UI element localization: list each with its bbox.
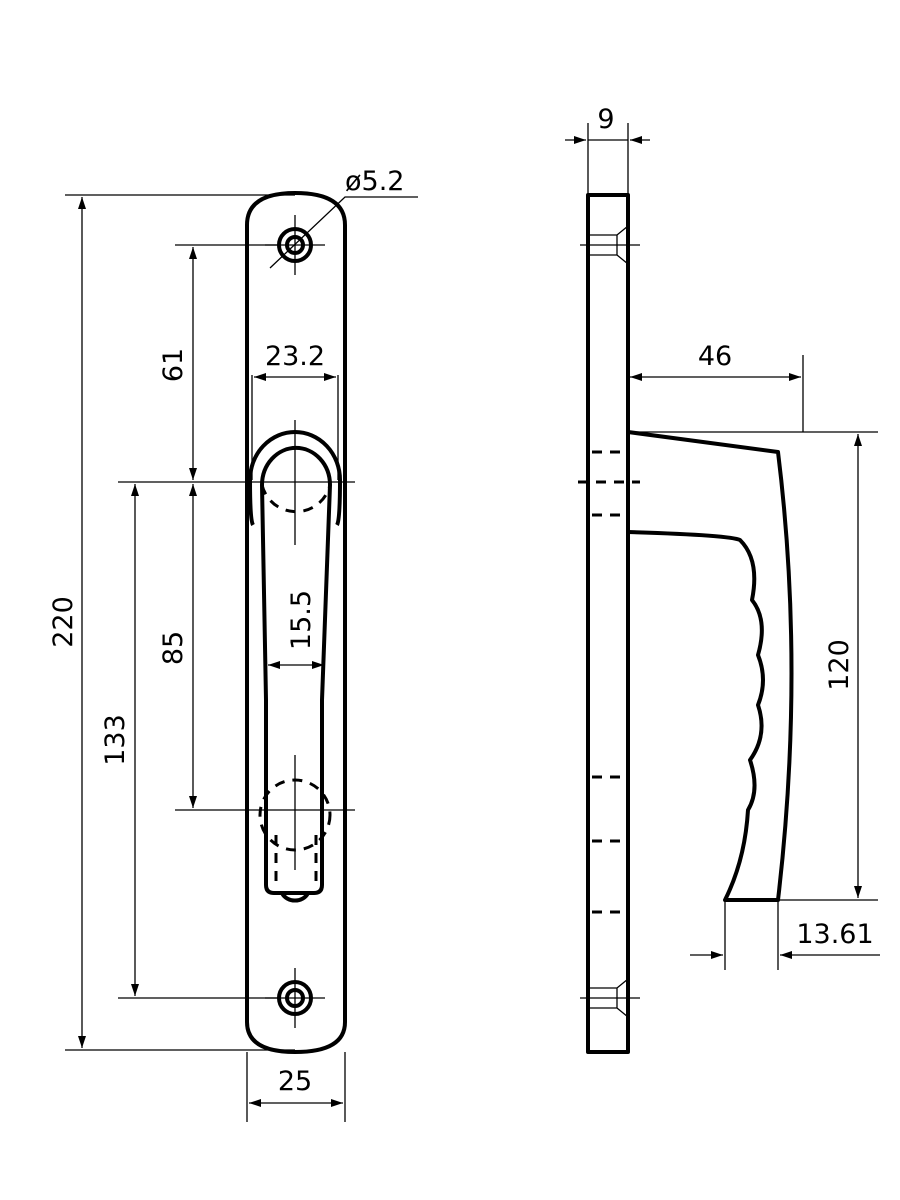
dim-grip-width: 15.5 [286,590,317,650]
dim-220: 220 [48,596,79,648]
side-plate [586,193,630,1054]
handle-side-profile [627,430,794,902]
dim-133: 133 [100,714,131,766]
dim-61: 61 [158,348,189,382]
dim-plate-width: 25 [278,1066,312,1097]
dim-plate-thickness: 9 [597,104,614,135]
handle-outline [260,445,332,895]
dim-85: 85 [158,631,189,665]
side-view: 9 46 120 13.61 [565,104,880,1054]
dim-handle-length: 120 [824,639,855,691]
dim-tip-width: 13.61 [796,919,873,950]
dim-hole-diameter: ø5.2 [345,166,404,197]
front-view: ø5.2 23.2 61 85 133 220 15.5 25 [48,166,418,1122]
dim-handle-projection: 46 [698,341,732,372]
dim-rosette-width: 23.2 [265,341,325,372]
